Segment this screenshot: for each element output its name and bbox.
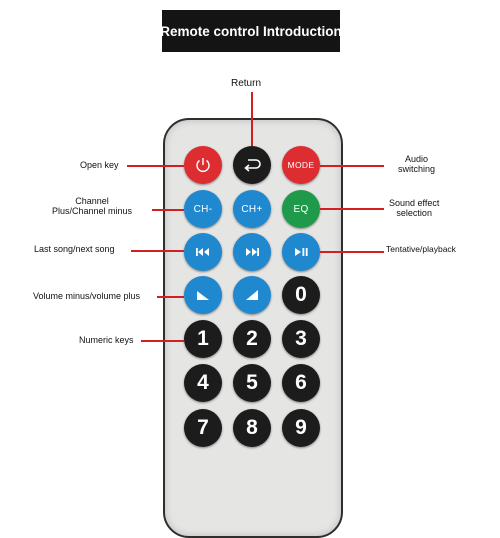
return-icon bbox=[244, 159, 261, 172]
number-6-label: 6 bbox=[295, 371, 307, 394]
label-tentative-playback: Tentative/playback bbox=[386, 244, 456, 254]
callout-line-last-next-song bbox=[131, 250, 184, 252]
mode-button-label: MODE bbox=[287, 160, 315, 170]
callout-line-sound-effect bbox=[320, 208, 384, 210]
mode-button[interactable]: MODE bbox=[282, 146, 320, 184]
label-last-next-song: Last song/next song bbox=[34, 244, 115, 254]
callout-line-numeric-keys bbox=[141, 340, 184, 342]
number-8-label: 8 bbox=[246, 416, 258, 439]
number-1-label: 1 bbox=[197, 327, 209, 350]
number-9-button[interactable]: 9 bbox=[282, 409, 320, 447]
callout-line-audio-switching bbox=[320, 165, 384, 167]
volume-up-button[interactable] bbox=[233, 276, 271, 314]
volume-up-icon bbox=[246, 290, 258, 300]
channel-plus-label: CH+ bbox=[241, 203, 263, 215]
label-audio-switching: Audio switching bbox=[398, 154, 436, 175]
number-0-label: 0 bbox=[295, 283, 307, 306]
label-open-key: Open key bbox=[80, 160, 119, 170]
number-2-button[interactable]: 2 bbox=[233, 320, 271, 358]
channel-minus-button[interactable]: CH- bbox=[184, 190, 222, 228]
label-volume: Volume minus/volume plus bbox=[33, 291, 141, 301]
volume-down-icon bbox=[197, 291, 209, 300]
previous-song-button[interactable] bbox=[184, 233, 222, 271]
return-button[interactable] bbox=[233, 146, 271, 184]
callout-line-volume bbox=[157, 296, 184, 298]
play-pause-icon bbox=[295, 248, 308, 256]
number-2-label: 2 bbox=[246, 327, 258, 350]
power-button[interactable] bbox=[184, 146, 222, 184]
number-1-button[interactable]: 1 bbox=[184, 320, 222, 358]
number-5-label: 5 bbox=[246, 371, 258, 394]
next-song-button[interactable] bbox=[233, 233, 271, 271]
volume-down-button[interactable] bbox=[184, 276, 222, 314]
label-numeric-keys: Numeric keys bbox=[79, 335, 134, 345]
callout-line-channel bbox=[152, 209, 184, 211]
play-pause-button[interactable] bbox=[282, 233, 320, 271]
number-5-button[interactable]: 5 bbox=[233, 364, 271, 402]
label-channel: Channel Plus/Channel minus bbox=[52, 196, 133, 217]
power-icon bbox=[196, 158, 210, 172]
number-7-button[interactable]: 7 bbox=[184, 409, 222, 447]
callout-line-return bbox=[251, 92, 253, 146]
channel-plus-button[interactable]: CH+ bbox=[233, 190, 271, 228]
number-3-label: 3 bbox=[295, 327, 307, 350]
number-6-button[interactable]: 6 bbox=[282, 364, 320, 402]
next-icon bbox=[246, 248, 259, 256]
callout-line-open-key bbox=[127, 165, 184, 167]
eq-label: EQ bbox=[293, 203, 309, 215]
label-return: Return bbox=[231, 78, 262, 89]
eq-button[interactable]: EQ bbox=[282, 190, 320, 228]
page-title: Remote control Introduction bbox=[160, 10, 342, 52]
number-0-button[interactable]: 0 bbox=[282, 276, 320, 314]
number-8-button[interactable]: 8 bbox=[233, 409, 271, 447]
number-9-label: 9 bbox=[295, 416, 307, 439]
channel-minus-label: CH- bbox=[193, 203, 213, 215]
number-4-label: 4 bbox=[197, 371, 209, 394]
number-7-label: 7 bbox=[197, 416, 209, 439]
number-4-button[interactable]: 4 bbox=[184, 364, 222, 402]
callout-line-tentative-playback bbox=[320, 251, 384, 253]
previous-icon bbox=[196, 248, 209, 256]
label-sound-effect: Sound effect selection bbox=[389, 198, 440, 219]
number-3-button[interactable]: 3 bbox=[282, 320, 320, 358]
